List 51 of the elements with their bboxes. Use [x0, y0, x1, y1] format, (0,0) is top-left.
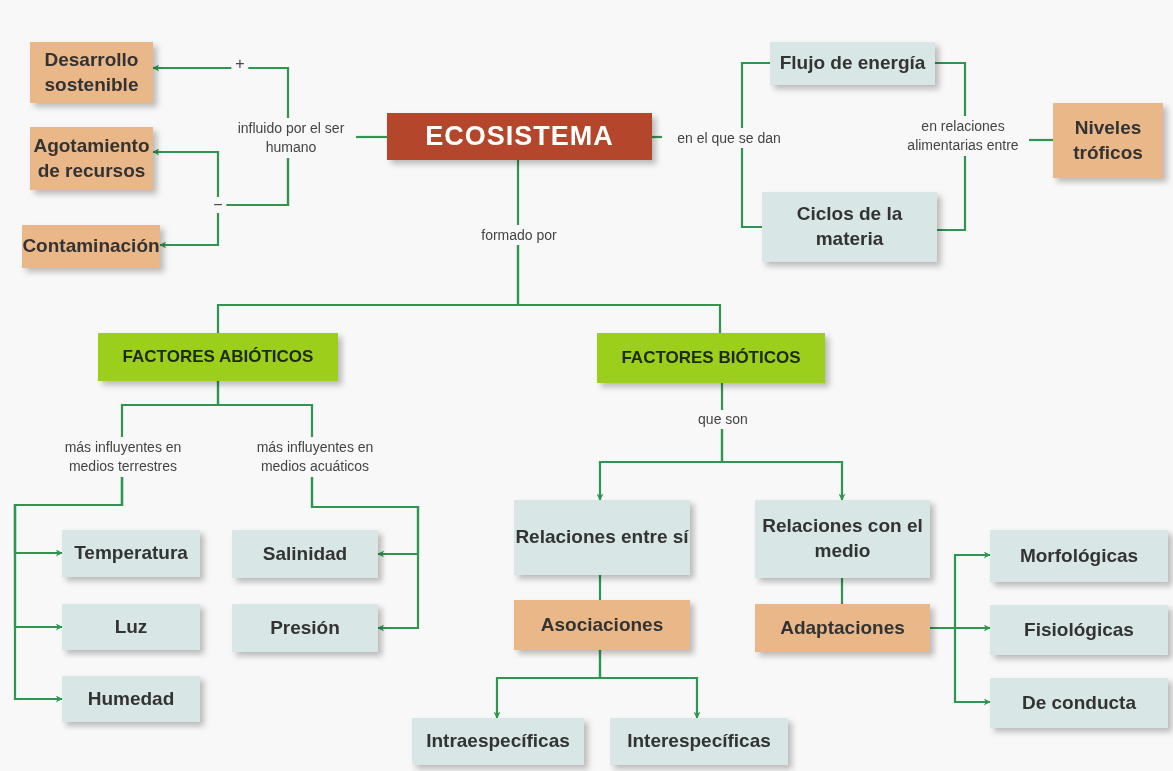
concept-box: Interespecíficas — [610, 718, 788, 765]
concept-box: Flujo de energía — [770, 42, 935, 85]
concept-box: Salinidad — [232, 530, 378, 578]
concept-box: De conducta — [990, 678, 1168, 728]
linking-phrase: más influyentes en medios acuáticos — [242, 437, 388, 477]
concept-box: Asociaciones — [514, 600, 690, 650]
linking-phrase: influido por el ser humano — [226, 118, 356, 158]
concept-box: Relaciones entre sí — [514, 500, 690, 575]
concept-box: Fisiológicas — [990, 605, 1168, 655]
connector-line — [598, 575, 602, 600]
arrow — [930, 626, 991, 706]
concept-box: Morfológicas — [990, 530, 1168, 582]
linking-phrase: formado por — [474, 225, 564, 245]
arrow — [598, 650, 701, 719]
connector-line — [516, 245, 722, 333]
category-box: FACTORES ABIÓTICOS — [98, 333, 338, 381]
concept-box: Niveles tróficos — [1053, 103, 1163, 178]
category-box: FACTORES BIÓTICOS — [597, 333, 825, 383]
concept-box: Presión — [232, 604, 378, 652]
linking-phrase: que son — [694, 410, 752, 429]
arrow — [152, 64, 290, 118]
connector-line — [840, 578, 844, 604]
connector-line — [356, 135, 387, 139]
connector-line — [935, 61, 967, 116]
edge-label: + — [231, 56, 249, 72]
connector-line — [740, 61, 770, 128]
connector-line — [652, 135, 662, 139]
connector-line — [740, 148, 762, 229]
concept-box: Agotamiento de recursos — [30, 127, 153, 190]
title-box: ECOSISTEMA — [387, 113, 652, 160]
concept-box: Relaciones con el medio — [755, 500, 930, 578]
concept-box: Adaptaciones — [755, 604, 930, 652]
concept-box: Intraespecíficas — [412, 718, 584, 765]
arrow — [159, 158, 290, 249]
connector-line — [937, 156, 967, 232]
connector-line — [1029, 138, 1053, 142]
connector-line — [516, 160, 520, 225]
linking-phrase: en el que se dan — [662, 128, 796, 148]
arrow — [720, 429, 846, 501]
arrow — [310, 477, 420, 632]
linking-phrase: más influyentes en medios terrestres — [48, 437, 198, 477]
concept-box: Luz — [62, 604, 200, 650]
connector-line — [720, 383, 724, 410]
arrow — [13, 477, 124, 703]
concept-box: Desarrollo sostenible — [30, 42, 153, 103]
concept-box: Humedad — [62, 676, 200, 722]
concept-box: Ciclos de la materia — [762, 192, 937, 262]
concept-box: Contaminación — [22, 225, 160, 268]
linking-phrase: en relaciones alimentarias entre — [897, 116, 1029, 156]
connector-line — [216, 381, 314, 437]
concept-box: Temperatura — [62, 530, 200, 577]
